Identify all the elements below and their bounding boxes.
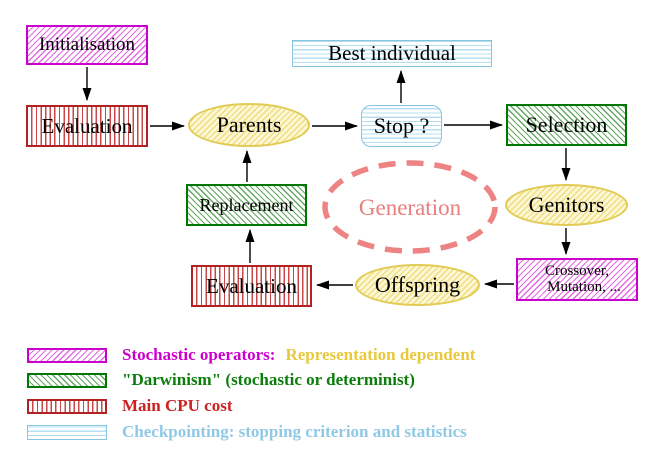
legend-text-representation-dependent: Representation dependent xyxy=(285,345,476,364)
node-selection: Selection xyxy=(506,104,627,146)
legend-swatch-red-stripes xyxy=(27,398,107,414)
node-offspring-label: Offspring xyxy=(374,272,461,298)
node-evaluation-bottom-label: Evaluation xyxy=(206,273,297,298)
legend-swatch-green-hatch xyxy=(27,372,107,388)
node-best-individual: Best individual xyxy=(292,40,492,67)
node-selection-label: Selection xyxy=(525,112,608,138)
node-generation: Generation xyxy=(323,163,497,253)
node-initialisation-label: Initialisation xyxy=(38,34,136,56)
node-crossover-label-line1: Crossover, xyxy=(545,262,609,279)
node-crossover-label-line2: Mutation, ... xyxy=(547,278,621,295)
node-parents: Parents xyxy=(188,103,310,147)
node-evaluation-top: Evaluation xyxy=(26,105,148,147)
node-genitors: Genitors xyxy=(505,184,628,226)
node-stop: Stop ? xyxy=(361,105,442,147)
node-evaluation-top-label: Evaluation xyxy=(41,113,133,138)
node-evaluation-bottom: Evaluation xyxy=(191,265,312,307)
node-offspring: Offspring xyxy=(355,264,480,306)
legend-text-stochastic-operators: Stochastic operators: xyxy=(122,345,276,364)
node-generation-label: Generation xyxy=(358,194,462,220)
node-parents-label: Parents xyxy=(216,112,282,138)
legend-row-stochastic-operators: Stochastic operators: Representation dep… xyxy=(27,345,476,364)
node-replacement: Replacement xyxy=(186,184,307,226)
legend-row-checkpointing: Checkpointing: stopping criterion and st… xyxy=(27,422,467,441)
node-best-individual-label: Best individual xyxy=(328,41,456,66)
legend-row-darwinism: "Darwinism" (stochastic or determinist) xyxy=(27,370,415,389)
legend-swatch-cyan-stripes xyxy=(27,424,107,440)
legend-swatch-magenta-hatch xyxy=(27,347,107,363)
node-replacement-label: Replacement xyxy=(199,194,294,215)
legend-text-cpu-cost: Main CPU cost xyxy=(122,396,233,415)
node-stop-label: Stop ? xyxy=(373,113,430,139)
legend-text-darwinism: "Darwinism" (stochastic or determinist) xyxy=(122,370,415,389)
node-genitors-label: Genitors xyxy=(528,192,605,218)
legend-row-cpu-cost: Main CPU cost xyxy=(27,396,233,415)
node-initialisation: Initialisation xyxy=(26,25,148,65)
node-crossover-mutation: Crossover, Mutation, ... xyxy=(516,258,638,301)
legend-text-checkpointing: Checkpointing: stopping criterion and st… xyxy=(122,422,467,441)
